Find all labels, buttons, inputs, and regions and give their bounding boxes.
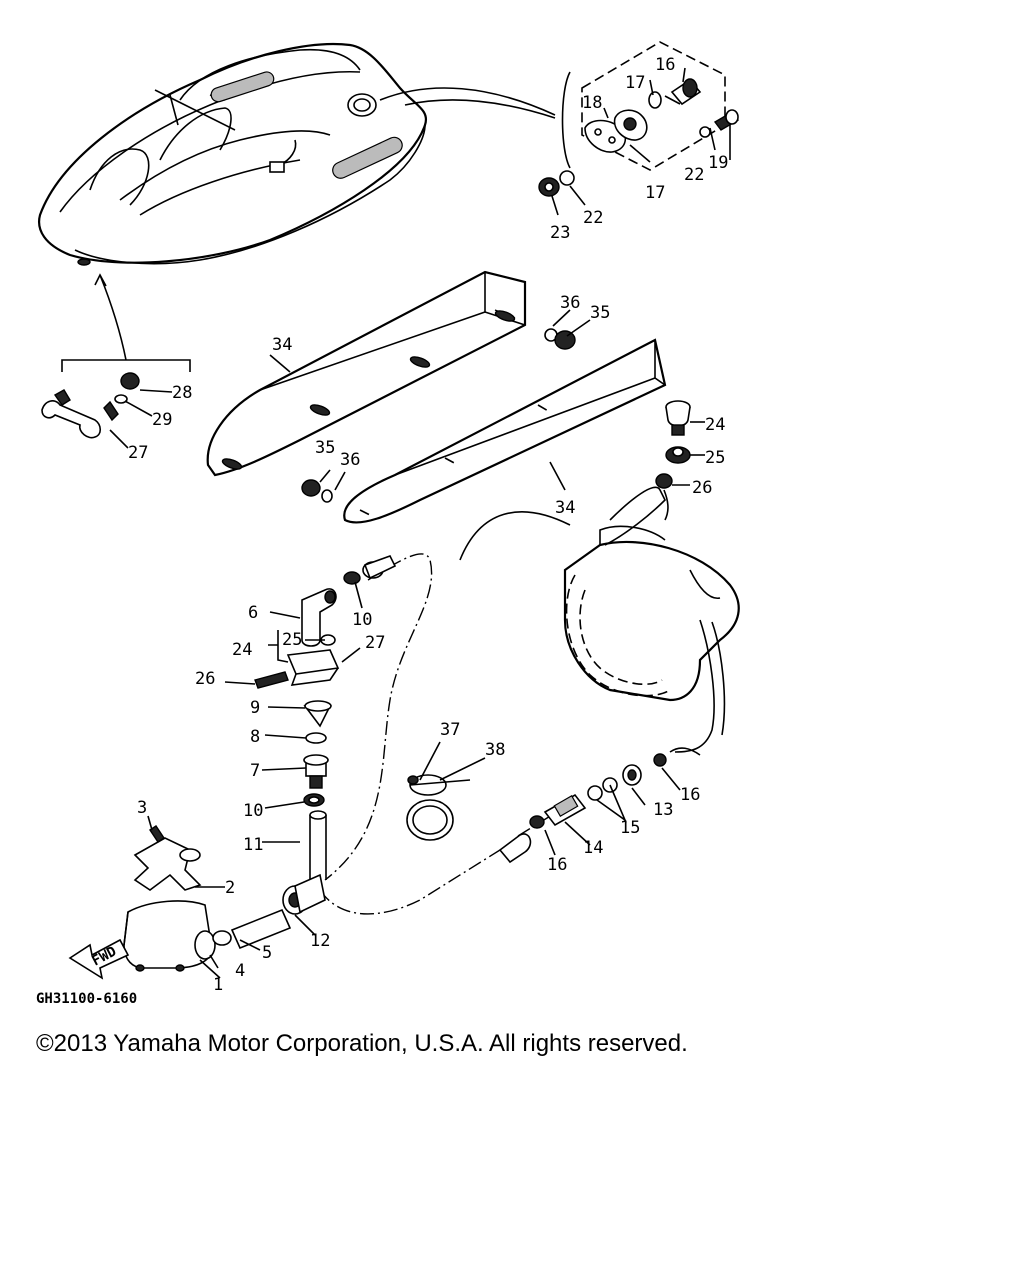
callout-37: 37: [440, 720, 460, 740]
callout-22-lower: 22: [583, 208, 603, 228]
copyright-notice: ©2013 Yamaha Motor Corporation, U.S.A. A…: [36, 1030, 688, 1057]
callout-28: 24: [705, 415, 725, 435]
callout-16-left: 16: [547, 855, 567, 875]
bilge-hoses: [254, 553, 561, 915]
callout-numbers: 16 17 18 19 22 17 23 22 36 35 34 28 29 2…: [128, 55, 728, 995]
sponson-lower: [301, 338, 667, 524]
callout-15: 15: [620, 818, 640, 838]
callout-11: 11: [243, 835, 263, 855]
callout-24: 24: [232, 640, 252, 660]
sponson-upper: [206, 270, 576, 477]
callout-35-upper: 35: [590, 303, 610, 323]
hose-fittings: [406, 747, 701, 864]
callout-1: 1: [213, 975, 223, 995]
bilge-tank: [68, 825, 326, 980]
callout-8: 8: [250, 727, 260, 747]
callout-13: 13: [653, 800, 673, 820]
callout-4: 4: [235, 961, 245, 981]
callout-5: 5: [262, 943, 272, 963]
callout-32: 28: [172, 383, 192, 403]
callout-19: 17: [625, 73, 645, 93]
hook-bracket: [41, 273, 191, 439]
callout-35-lower: 35: [315, 438, 335, 458]
callout-10-upper: 10: [352, 610, 372, 630]
callout-34-lower: 34: [555, 498, 575, 518]
jet-housing: [459, 486, 740, 753]
water-strainer: [655, 400, 691, 521]
callout-34-upper: 34: [272, 335, 292, 355]
callout-22-upper: 22: [684, 165, 704, 185]
callout-21: 19: [708, 153, 728, 173]
callout-25: 25: [282, 630, 302, 650]
callout-36-upper: 36: [560, 293, 580, 313]
callout-23: 23: [550, 223, 570, 243]
callout-12: 12: [310, 931, 330, 951]
callout-14: 14: [583, 838, 603, 858]
callout-9: 9: [250, 698, 260, 718]
callout-2: 2: [225, 878, 235, 898]
callout-26: 26: [195, 669, 215, 689]
drawing-code: GH31100-6160: [36, 991, 137, 1007]
callout-16-right: 16: [680, 785, 700, 805]
drain-plug-detail: [538, 41, 740, 197]
callout-30: 26: [692, 478, 712, 498]
callout-3: 3: [137, 798, 147, 818]
callout-20: 18: [582, 93, 602, 113]
callout-36-lower: 36: [340, 450, 360, 470]
leader-lines: [109, 67, 731, 979]
callout-10-lower: 10: [243, 801, 263, 821]
callout-27: 27: [365, 633, 385, 653]
callout-7: 7: [250, 761, 260, 781]
callout-29: 25: [705, 448, 725, 468]
watercraft-hull: [38, 42, 556, 266]
parts-diagram: 16 17 18 19 22 17 23 22 36 35 34 28 29 2…: [36, 41, 740, 1007]
callout-6: 6: [248, 603, 258, 623]
callout-38: 38: [485, 740, 505, 760]
callout-31: 27: [128, 443, 148, 463]
callout-17: 17: [645, 183, 665, 203]
callout-33: 29: [152, 410, 172, 430]
callout-18: 16: [655, 55, 675, 75]
